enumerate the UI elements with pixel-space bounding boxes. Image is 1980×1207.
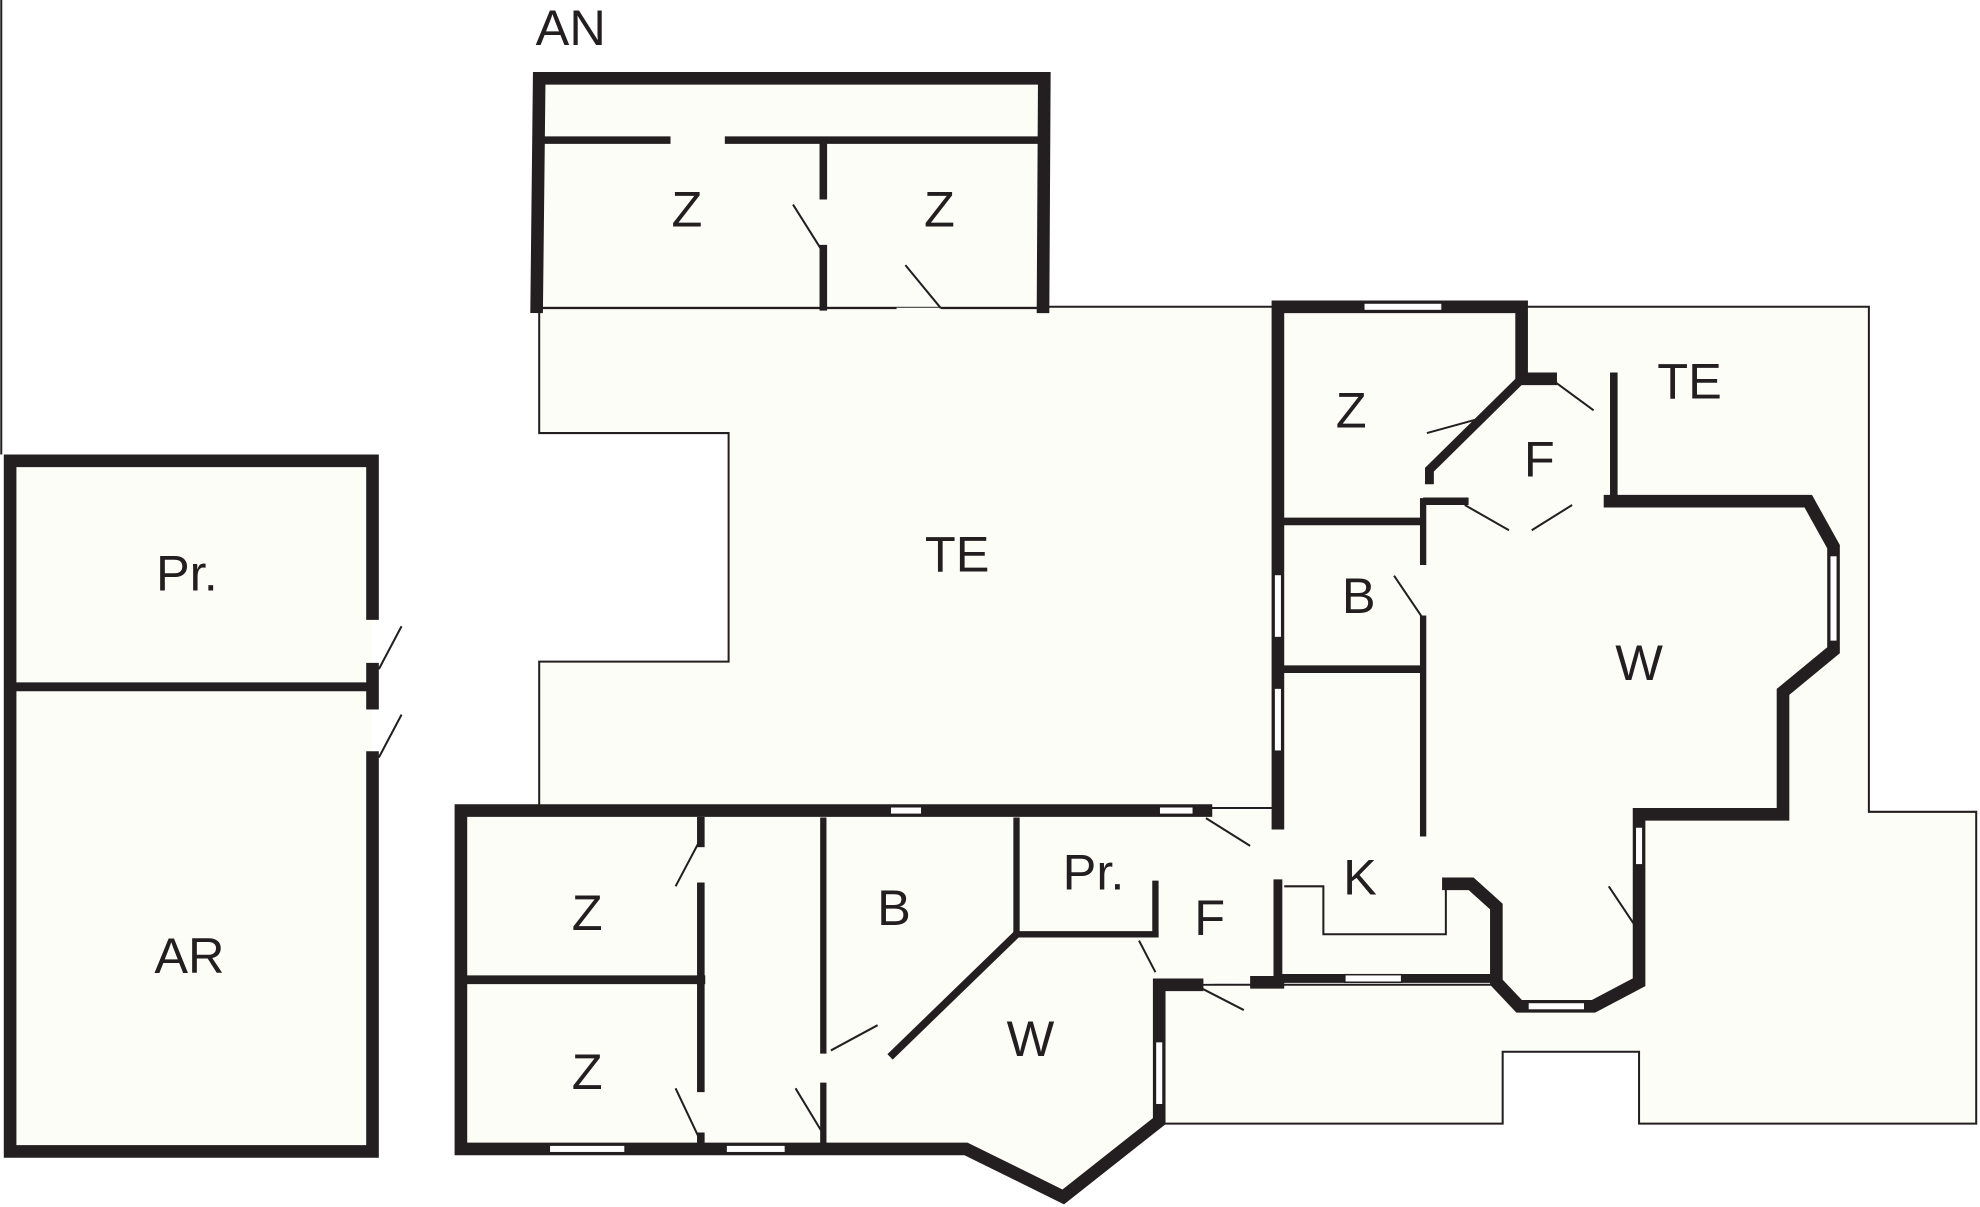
house-lower-floor [460,810,1278,1197]
label-terrace-main: TE [925,525,990,582]
label-living-right: W [1615,634,1663,691]
label-garage: AR [154,927,224,984]
house-lower-walls [454,804,1285,1205]
label-kitchen: K [1343,849,1377,906]
label-annex-room-left: Z [672,181,703,238]
house-right-floor [1277,306,1834,1007]
garage-walls [3,454,403,1158]
label-an: AN [536,0,606,56]
label-storage-lower: Pr. [1063,844,1125,901]
label-bath-right: B [1342,567,1376,624]
label-annex-room-right: Z [924,181,955,238]
label-living-lower: W [1007,1010,1055,1067]
label-bedroom-lower-bottom: Z [572,1043,603,1100]
terrace-main [538,305,1277,810]
label-bath-lower: B [877,879,911,936]
label-bedroom-right: Z [1336,381,1367,438]
annex-walls [530,71,1051,314]
house-right-walls [1199,300,1840,1013]
annex-floor [539,78,1045,307]
label-hall-right: F [1524,431,1555,488]
garage-floor [10,460,373,1152]
label-terrace-right: TE [1657,352,1722,409]
label-hall-lower: F [1194,889,1225,946]
label-garage-storage: Pr. [156,544,218,601]
label-bedroom-lower-top: Z [572,884,603,941]
